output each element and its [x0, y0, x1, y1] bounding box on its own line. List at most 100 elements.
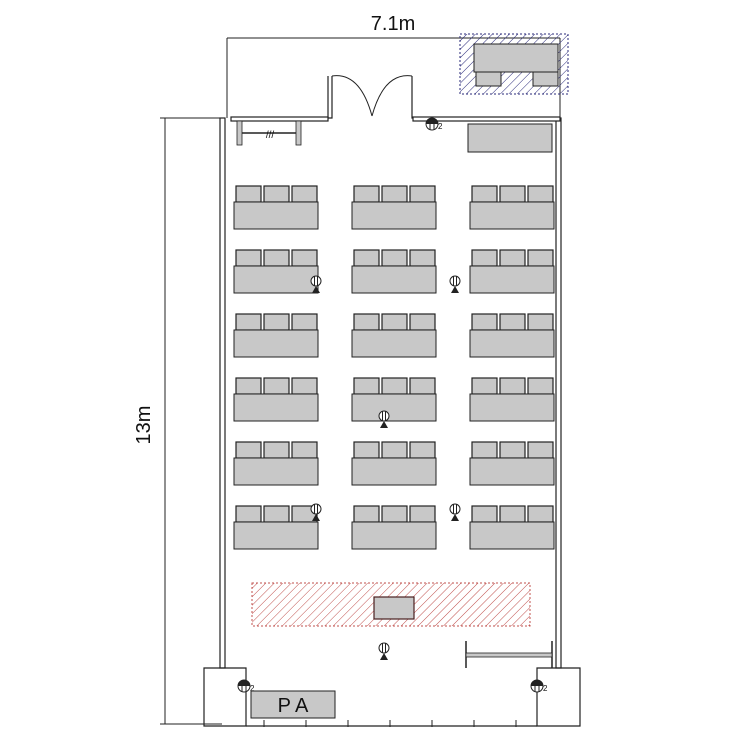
floor-outlet-icon	[378, 642, 390, 660]
desk-group	[469, 441, 555, 486]
desk-group	[233, 505, 319, 550]
floor-outlet-icon	[378, 410, 390, 428]
desk-group	[351, 313, 437, 358]
outlet-count-label: 2	[250, 684, 255, 693]
desk	[351, 265, 437, 294]
desk-group	[233, 313, 319, 358]
wall-outlet-icon: 2	[530, 679, 548, 693]
chair	[235, 249, 262, 267]
chair	[381, 185, 408, 203]
chair	[499, 441, 526, 459]
chair	[263, 185, 290, 203]
desk-group	[233, 185, 319, 230]
entrance-door	[331, 75, 413, 117]
chair	[353, 313, 380, 331]
chair	[471, 505, 498, 523]
chair	[409, 313, 436, 331]
desk-group	[469, 249, 555, 294]
chair	[527, 313, 554, 331]
chair	[263, 505, 290, 523]
desk-group	[469, 377, 555, 422]
chair	[409, 441, 436, 459]
chair	[471, 441, 498, 459]
chair	[527, 377, 554, 395]
walls	[203, 76, 581, 727]
desk-group	[351, 377, 437, 422]
floor-outlet-icon	[310, 503, 322, 521]
chair	[527, 505, 554, 523]
chair	[471, 185, 498, 203]
pa-label: P A	[278, 695, 309, 717]
desk-group	[351, 505, 437, 550]
chair	[471, 249, 498, 267]
chair	[409, 377, 436, 395]
rack-hatch-mark: ///	[266, 130, 275, 141]
outlet-count-label: 2	[543, 684, 548, 693]
desk	[351, 393, 437, 422]
desk	[469, 329, 555, 358]
chair	[353, 185, 380, 203]
outlets: 2 2 2	[237, 117, 548, 693]
chair	[235, 377, 262, 395]
chair	[291, 377, 318, 395]
desk	[233, 201, 319, 230]
chair	[291, 441, 318, 459]
desk	[469, 457, 555, 486]
desk	[469, 201, 555, 230]
desk	[469, 393, 555, 422]
chair	[235, 505, 262, 523]
chair	[527, 249, 554, 267]
chair	[235, 313, 262, 331]
desk-group	[469, 313, 555, 358]
desk-group	[233, 377, 319, 422]
desk-group	[351, 185, 437, 230]
desk-group	[351, 441, 437, 486]
side-table	[467, 123, 553, 153]
desk-group	[233, 441, 319, 486]
chair	[527, 441, 554, 459]
height-label: 13m	[133, 406, 155, 445]
desk	[351, 521, 437, 550]
bottom-windows	[263, 720, 517, 727]
height-dimension: 13m	[133, 117, 222, 725]
chair	[263, 313, 290, 331]
floor-outlet-icon	[310, 275, 322, 293]
chair	[353, 377, 380, 395]
chair	[353, 441, 380, 459]
storage-area	[459, 33, 569, 95]
desk	[233, 521, 319, 550]
chair	[499, 313, 526, 331]
chair	[471, 313, 498, 331]
chair	[409, 505, 436, 523]
chair	[499, 377, 526, 395]
desk	[233, 457, 319, 486]
desk	[233, 265, 319, 294]
chair	[235, 185, 262, 203]
desk-group	[469, 505, 555, 550]
chair	[409, 249, 436, 267]
chair	[381, 441, 408, 459]
chair	[381, 249, 408, 267]
chair	[291, 185, 318, 203]
seating-area	[233, 185, 555, 550]
chair	[353, 505, 380, 523]
chair	[527, 185, 554, 203]
floor-outlet-icon	[449, 275, 461, 293]
wall-outlet-icon: 2	[237, 679, 255, 693]
chair	[381, 505, 408, 523]
desk-group	[233, 249, 319, 294]
desk	[233, 329, 319, 358]
chair	[291, 249, 318, 267]
desk	[469, 265, 555, 294]
chair	[499, 249, 526, 267]
desk-group	[351, 249, 437, 294]
chair	[471, 377, 498, 395]
chair	[263, 441, 290, 459]
desk	[351, 201, 437, 230]
coat-rack: ///	[236, 120, 302, 146]
desk	[351, 457, 437, 486]
wall-outlet-icon: 2	[425, 117, 443, 131]
chair	[381, 313, 408, 331]
chair	[499, 185, 526, 203]
desk	[351, 329, 437, 358]
